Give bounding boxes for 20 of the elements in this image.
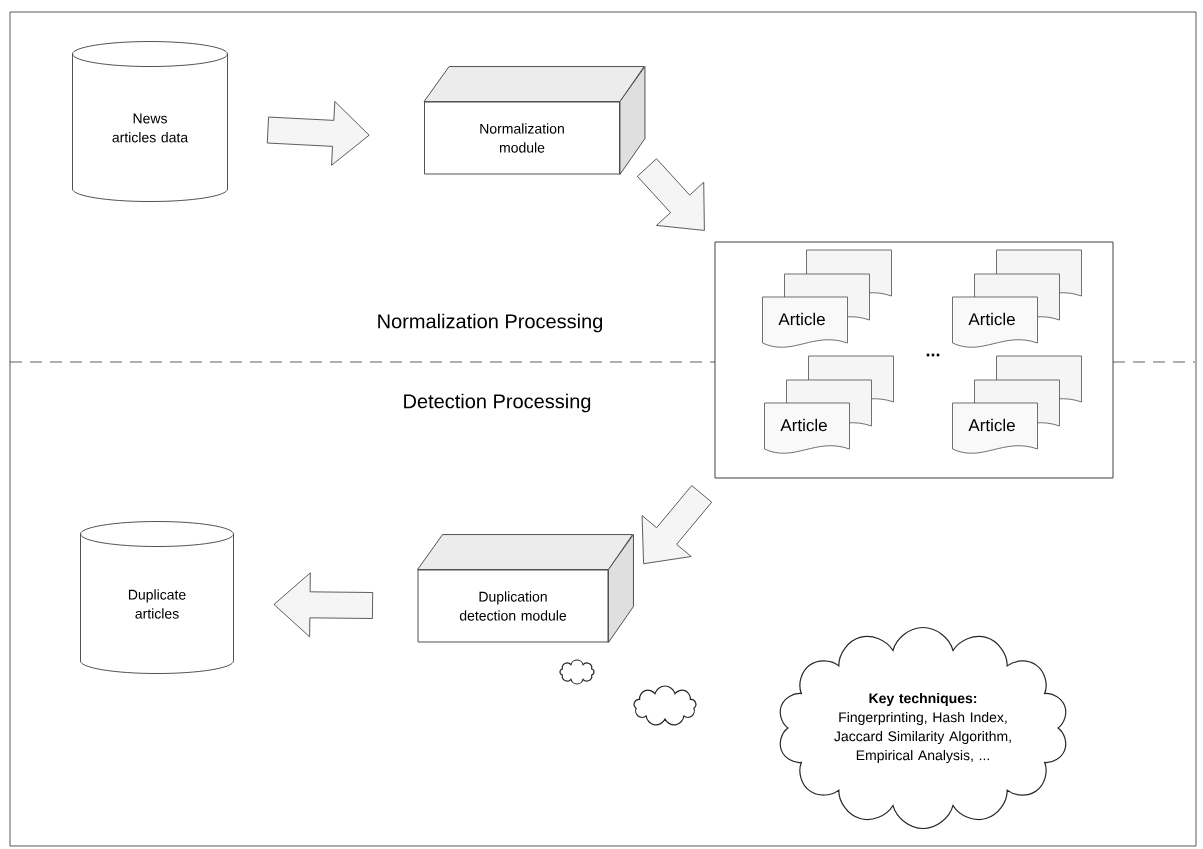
node-label: Article — [968, 312, 1015, 326]
database-cylinder: News articles data — [72, 41, 228, 202]
section-label: Detection Processing — [404, 393, 591, 413]
node-label: Article — [780, 418, 827, 432]
database-cylinder: Duplicate articles — [80, 521, 234, 674]
node-label: Article — [778, 312, 825, 326]
block-arrow — [266, 100, 370, 166]
document-stack: Article — [952, 355, 1082, 454]
node-label: Article — [968, 418, 1015, 432]
module-box: Duplication detection module — [417, 534, 634, 643]
document-stack: Article — [952, 249, 1082, 348]
ellipsis: ... — [926, 353, 940, 357]
document-stack: Article — [762, 249, 892, 348]
document-stack: Article — [764, 355, 894, 454]
block-arrow — [273, 572, 374, 638]
block-arrow — [636, 158, 705, 231]
block-arrow — [641, 485, 713, 565]
thought-cloud: Key techniques: Fingerprinting, Hash Index, Jaccard Similarity Algorithm, Empirical Analysis, ... — [779, 626, 1067, 830]
section-label: Normalization Processing — [378, 313, 603, 333]
module-box: Normalization module — [423, 66, 646, 175]
